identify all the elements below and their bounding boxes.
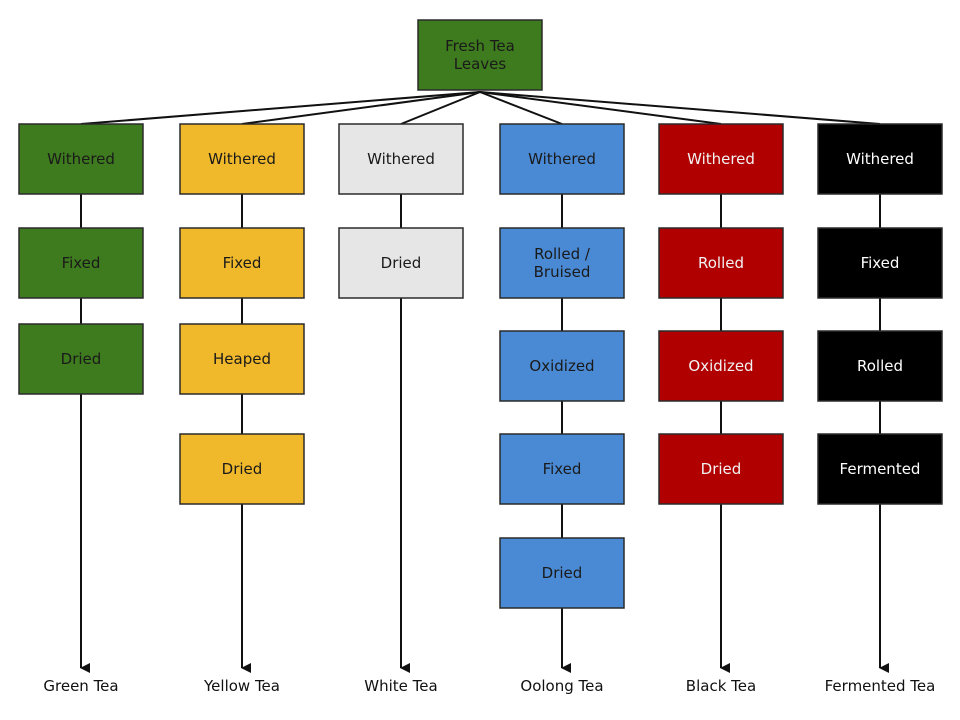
tea-type-labels: Green Tea Yellow Tea White Tea Oolong Tea Bl…: [43, 677, 935, 695]
white-tea-step-dried-box: [338, 227, 464, 299]
oolong-tea-step-rolled-bruised-box: [499, 227, 625, 299]
fermented-tea-step-withered: Withered: [817, 123, 943, 195]
oolong-tea-step-rolled-bruised-label: Bruised: [534, 263, 591, 281]
green-tea-step-dried-label: Dried: [61, 350, 102, 368]
black-tea-step-rolled-label: Rolled: [698, 254, 744, 272]
fermented-tea-step-fermented-box: [817, 433, 943, 505]
black-tea-step-oxidized-box: [658, 330, 784, 402]
green-tea-label: Green Tea: [43, 677, 118, 695]
fermented-tea-step-fixed: Fixed: [817, 227, 943, 299]
fermented-tea-step-withered-box: [817, 123, 943, 195]
fermented-tea-label: Fermented Tea: [825, 677, 936, 695]
oolong-tea-step-oxidized-box: [499, 330, 625, 402]
green-tea-step-fixed-box: [18, 227, 144, 299]
fermented-tea-step-fermented: Fermented: [817, 433, 943, 505]
white-tea-step-withered-box: [338, 123, 464, 195]
oolong-tea-step-dried: Dried: [499, 537, 625, 609]
yellow-tea-step-fixed: Fixed: [179, 227, 305, 299]
connector-lines: [80, 91, 889, 673]
yellow-tea-step-withered-box: [179, 123, 305, 195]
oolong-tea-step-dried-box: [499, 537, 625, 609]
white-tea-step-withered: Withered: [338, 123, 464, 195]
oolong-tea-step-rolled-bruised: Rolled /Bruised: [499, 227, 625, 299]
fermented-tea-step-rolled: Rolled: [817, 330, 943, 402]
white-tea-step-withered-label: Withered: [367, 150, 435, 168]
green-tea-step-fixed: Fixed: [18, 227, 144, 299]
green-tea-step-dried: Dried: [18, 323, 144, 395]
fermented-tea-step-fermented-label: Fermented: [840, 460, 921, 478]
yellow-tea-step-dried: Dried: [179, 433, 305, 505]
yellow-tea-step-fixed-label: Fixed: [223, 254, 262, 272]
yellow-tea-step-heaped: Heaped: [179, 323, 305, 395]
black-tea-step-dried-box: [658, 433, 784, 505]
black-tea-step-rolled: Rolled: [658, 227, 784, 299]
yellow-tea-step-dried-box: [179, 433, 305, 505]
white-tea-step-dried-label: Dried: [381, 254, 422, 272]
root-node-fresh-tea-leaves-label: Leaves: [454, 55, 507, 73]
oolong-tea-step-rolled-bruised-label: Rolled /: [534, 245, 591, 263]
black-tea-step-dried: Dried: [658, 433, 784, 505]
green-tea-step-fixed-label: Fixed: [62, 254, 101, 272]
branch-line: [241, 91, 481, 125]
black-tea-step-oxidized: Oxidized: [658, 330, 784, 402]
white-tea-step-dried: Dried: [338, 227, 464, 299]
black-tea-step-rolled-box: [658, 227, 784, 299]
white-tea-label: White Tea: [364, 677, 437, 695]
black-tea-step-withered-box: [658, 123, 784, 195]
branch-line: [80, 91, 481, 125]
branch-line: [479, 91, 563, 125]
oolong-tea-step-fixed: Fixed: [499, 433, 625, 505]
fermented-tea-step-withered-label: Withered: [846, 150, 914, 168]
black-tea-step-oxidized-label: Oxidized: [688, 357, 753, 375]
green-tea-step-dried-box: [18, 323, 144, 395]
yellow-tea-step-withered: Withered: [179, 123, 305, 195]
oolong-tea-step-withered-label: Withered: [528, 150, 596, 168]
root-node-fresh-tea-leaves-label: Fresh Tea: [445, 37, 515, 55]
yellow-tea-step-heaped-box: [179, 323, 305, 395]
black-tea-label: Black Tea: [686, 677, 756, 695]
process-nodes: Fresh TeaLeavesWitheredFixedDriedWithere…: [18, 19, 943, 609]
oolong-tea-step-withered-box: [499, 123, 625, 195]
green-tea-step-withered-label: Withered: [47, 150, 115, 168]
oolong-tea-step-withered: Withered: [499, 123, 625, 195]
yellow-tea-step-withered-label: Withered: [208, 150, 276, 168]
fermented-tea-step-rolled-box: [817, 330, 943, 402]
fermented-tea-step-fixed-box: [817, 227, 943, 299]
root-node-fresh-tea-leaves-box: [417, 19, 543, 91]
oolong-tea-step-oxidized-label: Oxidized: [529, 357, 594, 375]
yellow-tea-step-heaped-label: Heaped: [213, 350, 271, 368]
black-tea-step-dried-label: Dried: [701, 460, 742, 478]
green-tea-step-withered-box: [18, 123, 144, 195]
branch-line: [479, 91, 881, 125]
oolong-tea-label: Oolong Tea: [520, 677, 603, 695]
fermented-tea-step-fixed-label: Fixed: [861, 254, 900, 272]
yellow-tea-step-dried-label: Dried: [222, 460, 263, 478]
yellow-tea-step-fixed-box: [179, 227, 305, 299]
black-tea-step-withered: Withered: [658, 123, 784, 195]
oolong-tea-step-fixed-label: Fixed: [543, 460, 582, 478]
black-tea-step-withered-label: Withered: [687, 150, 755, 168]
fermented-tea-step-rolled-label: Rolled: [857, 357, 903, 375]
oolong-tea-step-oxidized: Oxidized: [499, 330, 625, 402]
oolong-tea-step-fixed-box: [499, 433, 625, 505]
oolong-tea-step-dried-label: Dried: [542, 564, 583, 582]
branch-line: [479, 91, 722, 125]
yellow-tea-label: Yellow Tea: [203, 677, 280, 695]
branch-line: [400, 91, 481, 125]
green-tea-step-withered: Withered: [18, 123, 144, 195]
